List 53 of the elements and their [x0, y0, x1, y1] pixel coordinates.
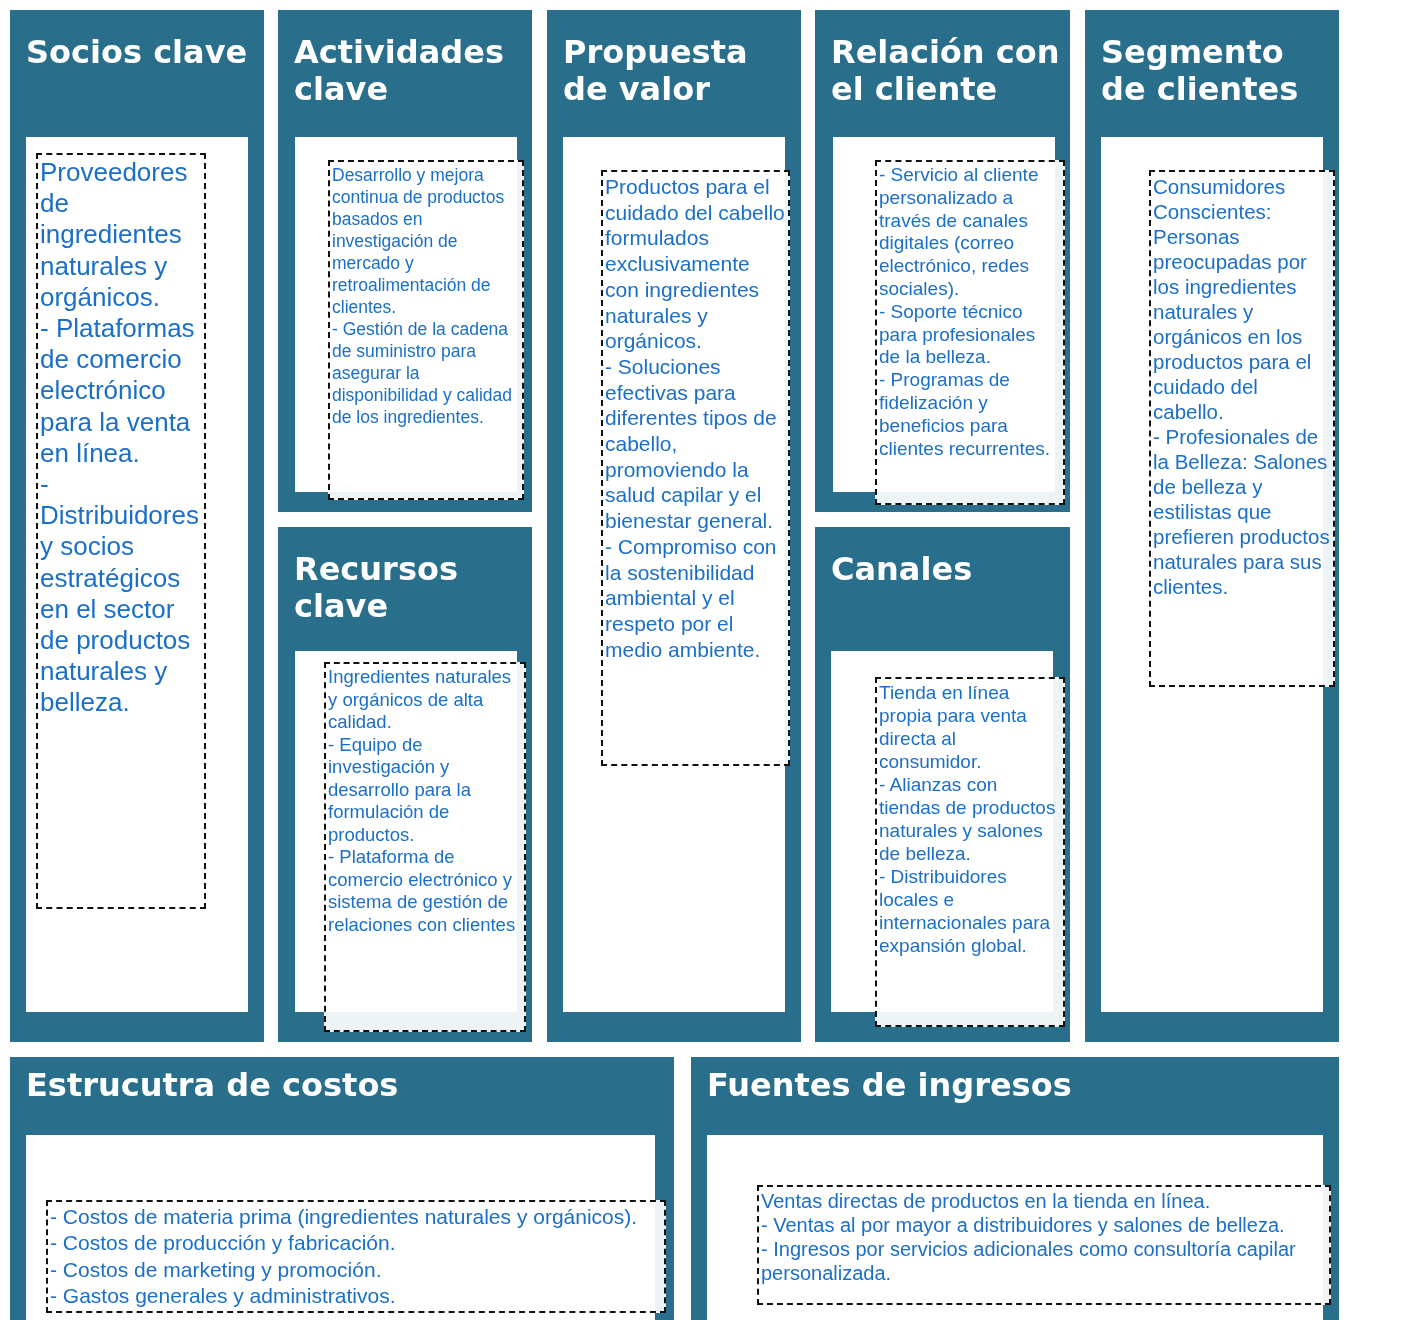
body-text: Tienda en línea propia para venta directa al consumidor.: [879, 681, 1028, 773]
body-text: - Ingresos por servicios adicionales como consultoría capilar personalizada.: [761, 1237, 1297, 1285]
body-text: Proveedores de ingredientes naturales y orgánicos.: [40, 157, 189, 313]
body-text: - Plataformas de comercio electrónico para la venta en línea.: [40, 313, 196, 470]
body-text: - Plataforma de comercio electrónico y sistema de gestión de relaciones con clientes: [328, 846, 517, 936]
body-text: - Ventas al por mayor a distribuidores y salones de belleza.: [761, 1213, 1286, 1237]
dashed-text-box: [328, 160, 524, 500]
panel-heading: Segmento de clientes: [1101, 34, 1300, 108]
body-text: Ingredientes naturales y orgánicos de alta calidad.: [328, 666, 513, 734]
body-text: - Costos de producción y fabricación.: [50, 1230, 397, 1257]
dashed-text-box: [36, 153, 206, 909]
body-text: - Servicio al cliente personalizado a través de canales digitales (correo electrónico, redes sociales).: [879, 164, 1040, 301]
panel-heading: Propuesta de valor: [563, 34, 749, 108]
dashed-text-box: [875, 160, 1065, 505]
panel-heading: Relación con el cliente: [831, 34, 1061, 108]
body-text: Desarrollo y mejora continua de productos basados en investigación de mercado y retroalimentación de clientes.: [332, 164, 506, 318]
body-text: Ventas directas de productos en la tienda en línea.: [761, 1189, 1212, 1213]
body-text: - Compromiso con la sostenibilidad ambiental y el respeto por el medio ambiente.: [605, 533, 778, 663]
canvas-panel: [815, 527, 1070, 1042]
body-text: - Distribuidores locales e internacionales para expansión global.: [879, 865, 1052, 957]
canvas-panel: [278, 527, 532, 1042]
dashed-text-box: [875, 677, 1065, 1027]
body-text: - Distribuidores y socios estratégicos en el sector de productos naturales y belleza.: [40, 469, 200, 719]
panel-heading: Actividades clave: [294, 34, 505, 108]
dashed-text-box: [601, 170, 790, 766]
body-text: Consumidores Conscientes: Personas preocupadas por los ingredientes naturales y orgánicos en los productos para el cuidado del cabello.: [1153, 174, 1313, 424]
body-text: - Costos de marketing y promoción.: [50, 1256, 383, 1283]
body-text: - Alianzas con tiendas de productos naturales y salones de belleza.: [879, 773, 1057, 865]
dashed-text-box: [757, 1185, 1331, 1305]
dashed-text-box: [324, 662, 526, 1032]
body-text: - Soluciones efectivas para diferentes tipos de cabello, promoviendo la salud capilar y el bienestar general.: [605, 353, 778, 534]
body-text: - Gastos generales y administrativos.: [50, 1282, 397, 1309]
body-text: - Programas de fidelización y beneficios para clientes recurrentes.: [879, 369, 1052, 461]
body-text: - Equipo de investigación y desarrollo para la formulación de productos.: [328, 733, 472, 846]
canvas-panel: [691, 1057, 1339, 1320]
canvas-panel: [278, 10, 532, 512]
dashed-text-box: [1149, 170, 1335, 687]
panel-heading: Canales: [831, 551, 974, 588]
body-text: - Soporte técnico para profesionales de la belleza.: [879, 300, 1037, 370]
body-text: - Gestión de la cadena de suministro para asegurar la disponibilidad y calidad de los ingredientes.: [332, 318, 513, 428]
canvas-panel: [10, 10, 264, 1042]
canvas-panel: [815, 10, 1070, 512]
canvas-panel: [1085, 10, 1339, 1042]
body-text: - Profesionales de la Belleza: Salones de belleza y estilistas que prefieren productos naturales para sus clientes.: [1153, 424, 1331, 599]
canvas-panel: [10, 1057, 674, 1320]
body-text: - Costos de materia prima (ingredientes naturales y orgánicos).: [50, 1204, 639, 1230]
canvas-panel: [547, 10, 801, 1042]
panel-heading: Estrucutra de costos: [26, 1067, 400, 1104]
body-text: Productos para el cuidado del cabello formulados exclusivamente con ingredientes naturales y orgánicos.: [605, 174, 786, 354]
panel-heading: Fuentes de ingresos: [707, 1067, 1073, 1104]
panel-heading: Socios clave: [26, 34, 249, 71]
panel-heading: Recursos clave: [294, 551, 459, 625]
dashed-text-box: [46, 1200, 666, 1314]
